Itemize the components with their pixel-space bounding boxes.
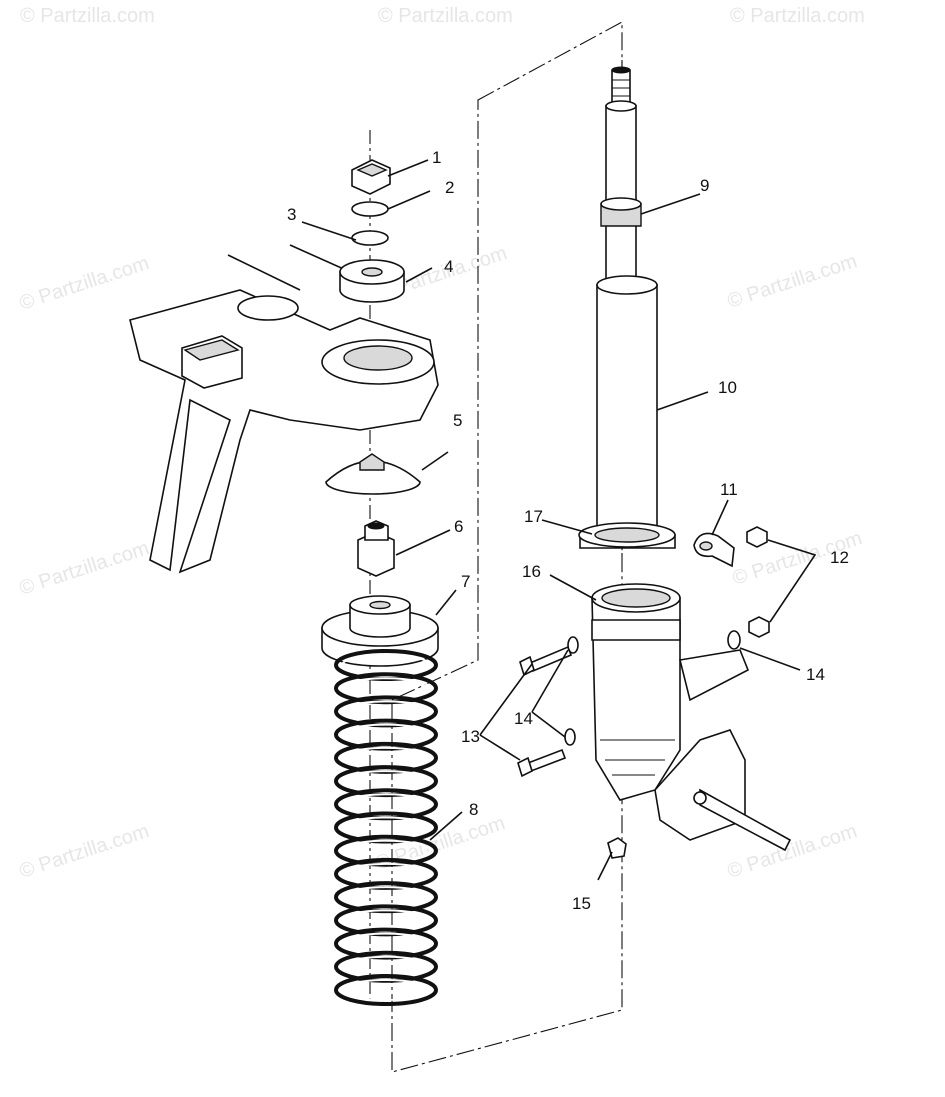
spring-coil-highlight — [341, 955, 431, 978]
callout-1: 1 — [432, 148, 441, 167]
part-12-nut — [748, 616, 770, 638]
callout-14: 14 — [514, 709, 533, 728]
leader-lines — [301, 159, 817, 881]
part-14-washer — [567, 636, 579, 654]
callout-16: 16 — [522, 562, 541, 581]
spring-coil-highlight — [341, 723, 431, 746]
part-5-cap — [325, 453, 421, 495]
part-7-spring-seat — [321, 595, 439, 667]
spring-coil-highlight — [341, 909, 431, 932]
watermark: © Partzilla.com — [378, 5, 513, 27]
callout-13: 13 — [461, 727, 480, 746]
callout-6: 6 — [454, 517, 463, 536]
frame-arm — [129, 244, 439, 574]
part-10-shock — [578, 66, 676, 549]
part-13-bolt — [517, 748, 567, 778]
part-8-coil-spring — [334, 649, 438, 1006]
part-13-bolt — [519, 645, 573, 677]
part-4-bushing — [339, 259, 405, 303]
spring-coil-highlight — [341, 677, 431, 700]
spring-coil-highlight — [341, 746, 431, 769]
part-2-washer — [351, 201, 389, 217]
callout-4: 4 — [444, 257, 453, 276]
part-11-clamp — [693, 532, 735, 568]
part-6-nut — [357, 520, 395, 577]
spring-coil-highlight — [341, 979, 431, 1001]
watermark: © Partzilla.com — [17, 537, 152, 600]
part-12-nut — [746, 526, 768, 548]
spring-coil — [334, 974, 438, 1006]
callout-14: 14 — [806, 665, 825, 684]
callout-17: 17 — [524, 507, 543, 526]
callout-8: 8 — [469, 800, 478, 819]
part-15-fitting — [607, 837, 627, 859]
callout-10: 10 — [718, 378, 737, 397]
callout-2: 2 — [445, 178, 454, 197]
part-1-nut — [351, 159, 391, 195]
spring-coil-highlight — [341, 770, 431, 793]
part-16-spindle-housing — [591, 583, 792, 852]
part-3-washer — [351, 230, 389, 246]
callout-7: 7 — [461, 572, 470, 591]
callout-3: 3 — [287, 205, 296, 224]
callout-9: 9 — [700, 176, 709, 195]
watermark: © Partzilla.com — [17, 820, 152, 883]
spring-coil-highlight — [341, 793, 431, 816]
part-14-washer — [564, 728, 576, 746]
watermark: © Partzilla.com — [17, 252, 152, 315]
callout-12: 12 — [830, 548, 849, 567]
callout-11: 11 — [720, 480, 738, 499]
watermark: © Partzilla.com — [730, 5, 865, 27]
part-14-washer — [727, 630, 741, 650]
callout-5: 5 — [453, 411, 462, 430]
spring-coil-highlight — [341, 700, 431, 723]
spring-coil-highlight — [341, 886, 431, 909]
spring-coil-highlight — [341, 932, 431, 955]
watermark: © Partzilla.com — [725, 250, 860, 313]
callout-labels: 1 2 3 4 5 6 7 8 9 10 11 12 13 14 14 14 1… — [287, 148, 849, 913]
watermark: © Partzilla.com — [20, 5, 155, 27]
callout-15: 15 — [572, 894, 591, 913]
spring-coil-highlight — [341, 816, 431, 839]
